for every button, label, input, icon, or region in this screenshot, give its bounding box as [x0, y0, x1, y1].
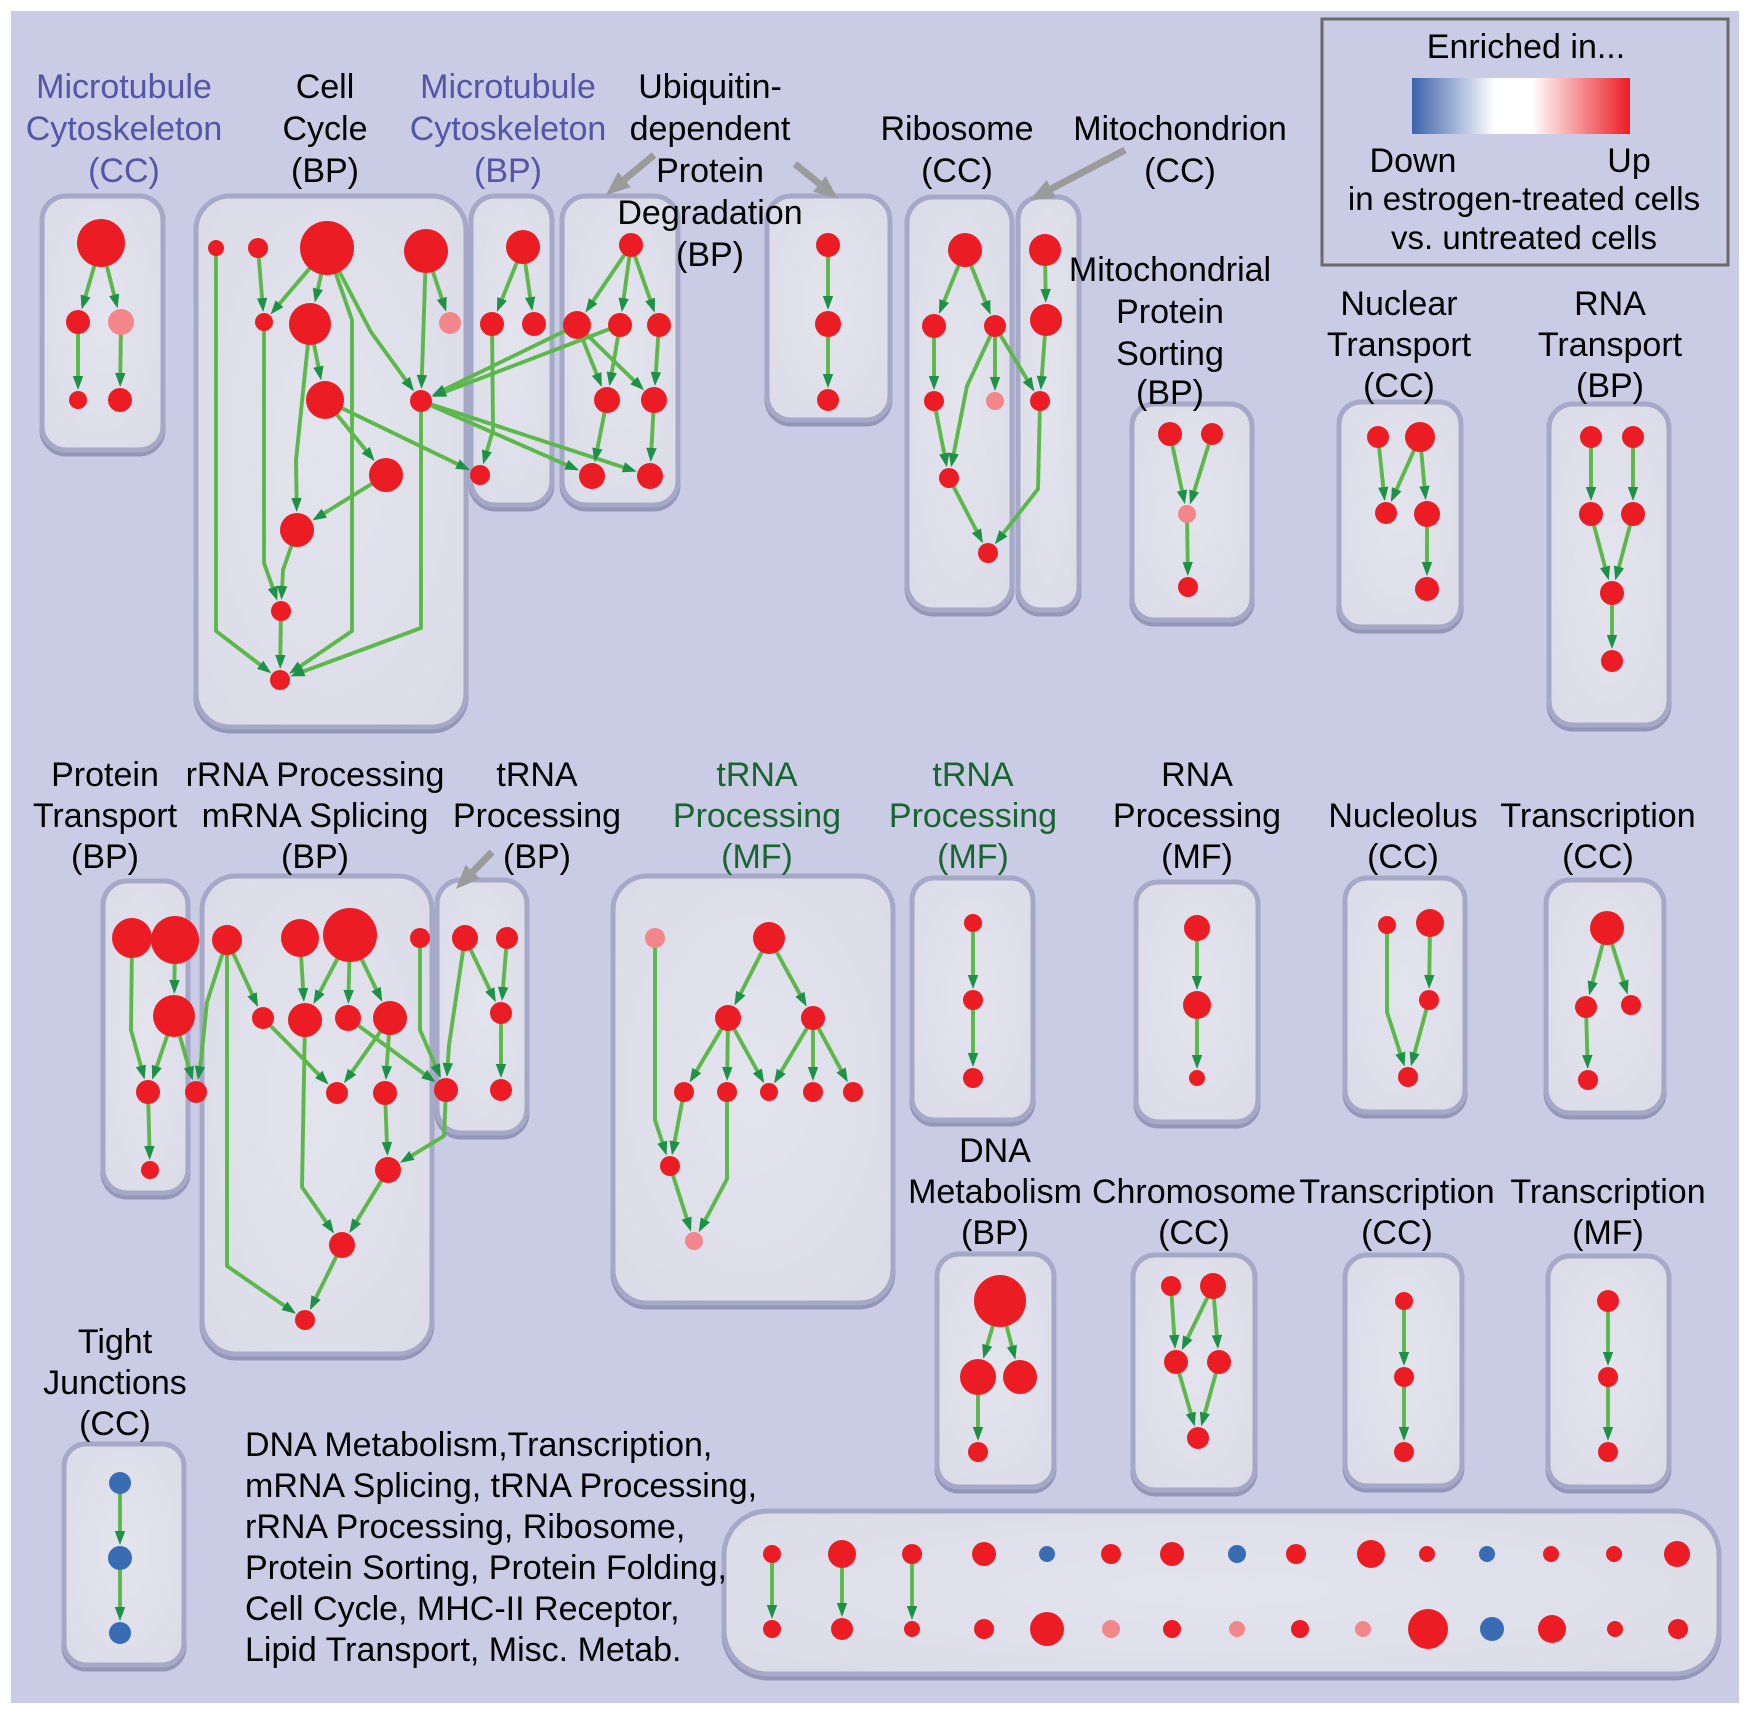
svg-text:mRNA Splicing, tRNA Processing: mRNA Splicing, tRNA Processing, — [245, 1467, 757, 1505]
svg-text:(BP): (BP) — [281, 838, 349, 876]
svg-text:Down: Down — [1370, 142, 1457, 180]
svg-text:(BP): (BP) — [961, 1214, 1029, 1252]
svg-text:Microtubule: Microtubule — [36, 68, 212, 106]
svg-text:Cycle: Cycle — [282, 110, 367, 148]
svg-text:Cell: Cell — [296, 68, 355, 106]
svg-text:(CC): (CC) — [88, 152, 160, 190]
svg-text:(MF): (MF) — [1161, 838, 1233, 876]
svg-text:DNA Metabolism,Transcription,: DNA Metabolism,Transcription, — [245, 1426, 712, 1464]
svg-text:rRNA Processing: rRNA Processing — [186, 756, 445, 794]
svg-text:(MF): (MF) — [1572, 1214, 1644, 1252]
svg-text:(CC): (CC) — [1144, 152, 1216, 190]
svg-text:Cell Cycle, MHC-II Receptor,: Cell Cycle, MHC-II Receptor, — [245, 1590, 680, 1628]
svg-text:Transcription: Transcription — [1500, 797, 1695, 835]
svg-text:Metabolism: Metabolism — [908, 1173, 1082, 1211]
svg-text:DNA: DNA — [959, 1132, 1031, 1170]
svg-text:Junctions: Junctions — [43, 1364, 187, 1402]
svg-text:Processing: Processing — [889, 797, 1057, 835]
svg-text:(CC): (CC) — [1367, 838, 1439, 876]
svg-text:tRNA: tRNA — [496, 756, 578, 794]
svg-text:Protein: Protein — [656, 152, 764, 190]
svg-text:RNA: RNA — [1574, 285, 1646, 323]
svg-text:(MF): (MF) — [721, 838, 793, 876]
svg-text:Processing: Processing — [673, 797, 841, 835]
svg-text:Chromosome: Chromosome — [1092, 1173, 1296, 1211]
svg-text:(BP): (BP) — [676, 236, 744, 274]
svg-text:(CC): (CC) — [1363, 367, 1435, 405]
svg-text:Transport: Transport — [1327, 326, 1472, 364]
svg-text:Protein: Protein — [1116, 293, 1224, 331]
svg-text:Ubiquitin-: Ubiquitin- — [638, 68, 782, 106]
svg-text:vs. untreated cells: vs. untreated cells — [1391, 219, 1657, 256]
svg-text:Sorting: Sorting — [1116, 335, 1224, 373]
svg-text:Cytoskeleton: Cytoskeleton — [410, 110, 607, 148]
svg-text:(BP): (BP) — [291, 152, 359, 190]
svg-text:Transport: Transport — [1538, 326, 1683, 364]
svg-text:Cytoskeleton: Cytoskeleton — [26, 110, 223, 148]
svg-text:Transport: Transport — [33, 797, 178, 835]
svg-text:(BP): (BP) — [71, 838, 139, 876]
svg-text:Up: Up — [1607, 142, 1650, 180]
svg-text:rRNA Processing, Ribosome,: rRNA Processing, Ribosome, — [245, 1508, 685, 1546]
svg-text:Protein: Protein — [51, 756, 159, 794]
svg-text:(CC): (CC) — [921, 152, 993, 190]
svg-text:(CC): (CC) — [1562, 838, 1634, 876]
svg-text:(BP): (BP) — [1136, 374, 1204, 412]
svg-text:(CC): (CC) — [79, 1405, 151, 1443]
svg-text:(CC): (CC) — [1361, 1214, 1433, 1252]
svg-text:(BP): (BP) — [474, 152, 542, 190]
svg-text:Protein Sorting, Protein Foldi: Protein Sorting, Protein Folding, — [245, 1549, 727, 1587]
svg-text:RNA: RNA — [1161, 756, 1233, 794]
svg-text:(MF): (MF) — [937, 838, 1009, 876]
svg-text:mRNA Splicing: mRNA Splicing — [202, 797, 429, 835]
svg-text:Ribosome: Ribosome — [880, 110, 1033, 148]
svg-text:Mitochondrion: Mitochondrion — [1073, 110, 1287, 148]
svg-text:Enriched in...: Enriched in... — [1427, 28, 1625, 66]
svg-text:in estrogen-treated cells: in estrogen-treated cells — [1348, 180, 1700, 217]
svg-text:Tight: Tight — [78, 1323, 153, 1361]
svg-text:(CC): (CC) — [1158, 1214, 1230, 1252]
svg-text:(BP): (BP) — [1576, 367, 1644, 405]
svg-text:Lipid Transport, Misc. Metab.: Lipid Transport, Misc. Metab. — [245, 1631, 682, 1669]
svg-text:Microtubule: Microtubule — [420, 68, 596, 106]
svg-text:Transcription: Transcription — [1510, 1173, 1705, 1211]
svg-text:Nuclear: Nuclear — [1340, 285, 1457, 323]
svg-text:Processing: Processing — [1113, 797, 1281, 835]
svg-text:Mitochondrial: Mitochondrial — [1069, 251, 1271, 289]
svg-text:Degradation: Degradation — [617, 194, 802, 232]
svg-text:dependent: dependent — [630, 110, 791, 148]
svg-text:tRNA: tRNA — [932, 756, 1014, 794]
svg-text:(BP): (BP) — [503, 838, 571, 876]
svg-text:tRNA: tRNA — [716, 756, 798, 794]
svg-text:Transcription: Transcription — [1299, 1173, 1494, 1211]
svg-text:Processing: Processing — [453, 797, 621, 835]
svg-text:Nucleolus: Nucleolus — [1328, 797, 1477, 835]
